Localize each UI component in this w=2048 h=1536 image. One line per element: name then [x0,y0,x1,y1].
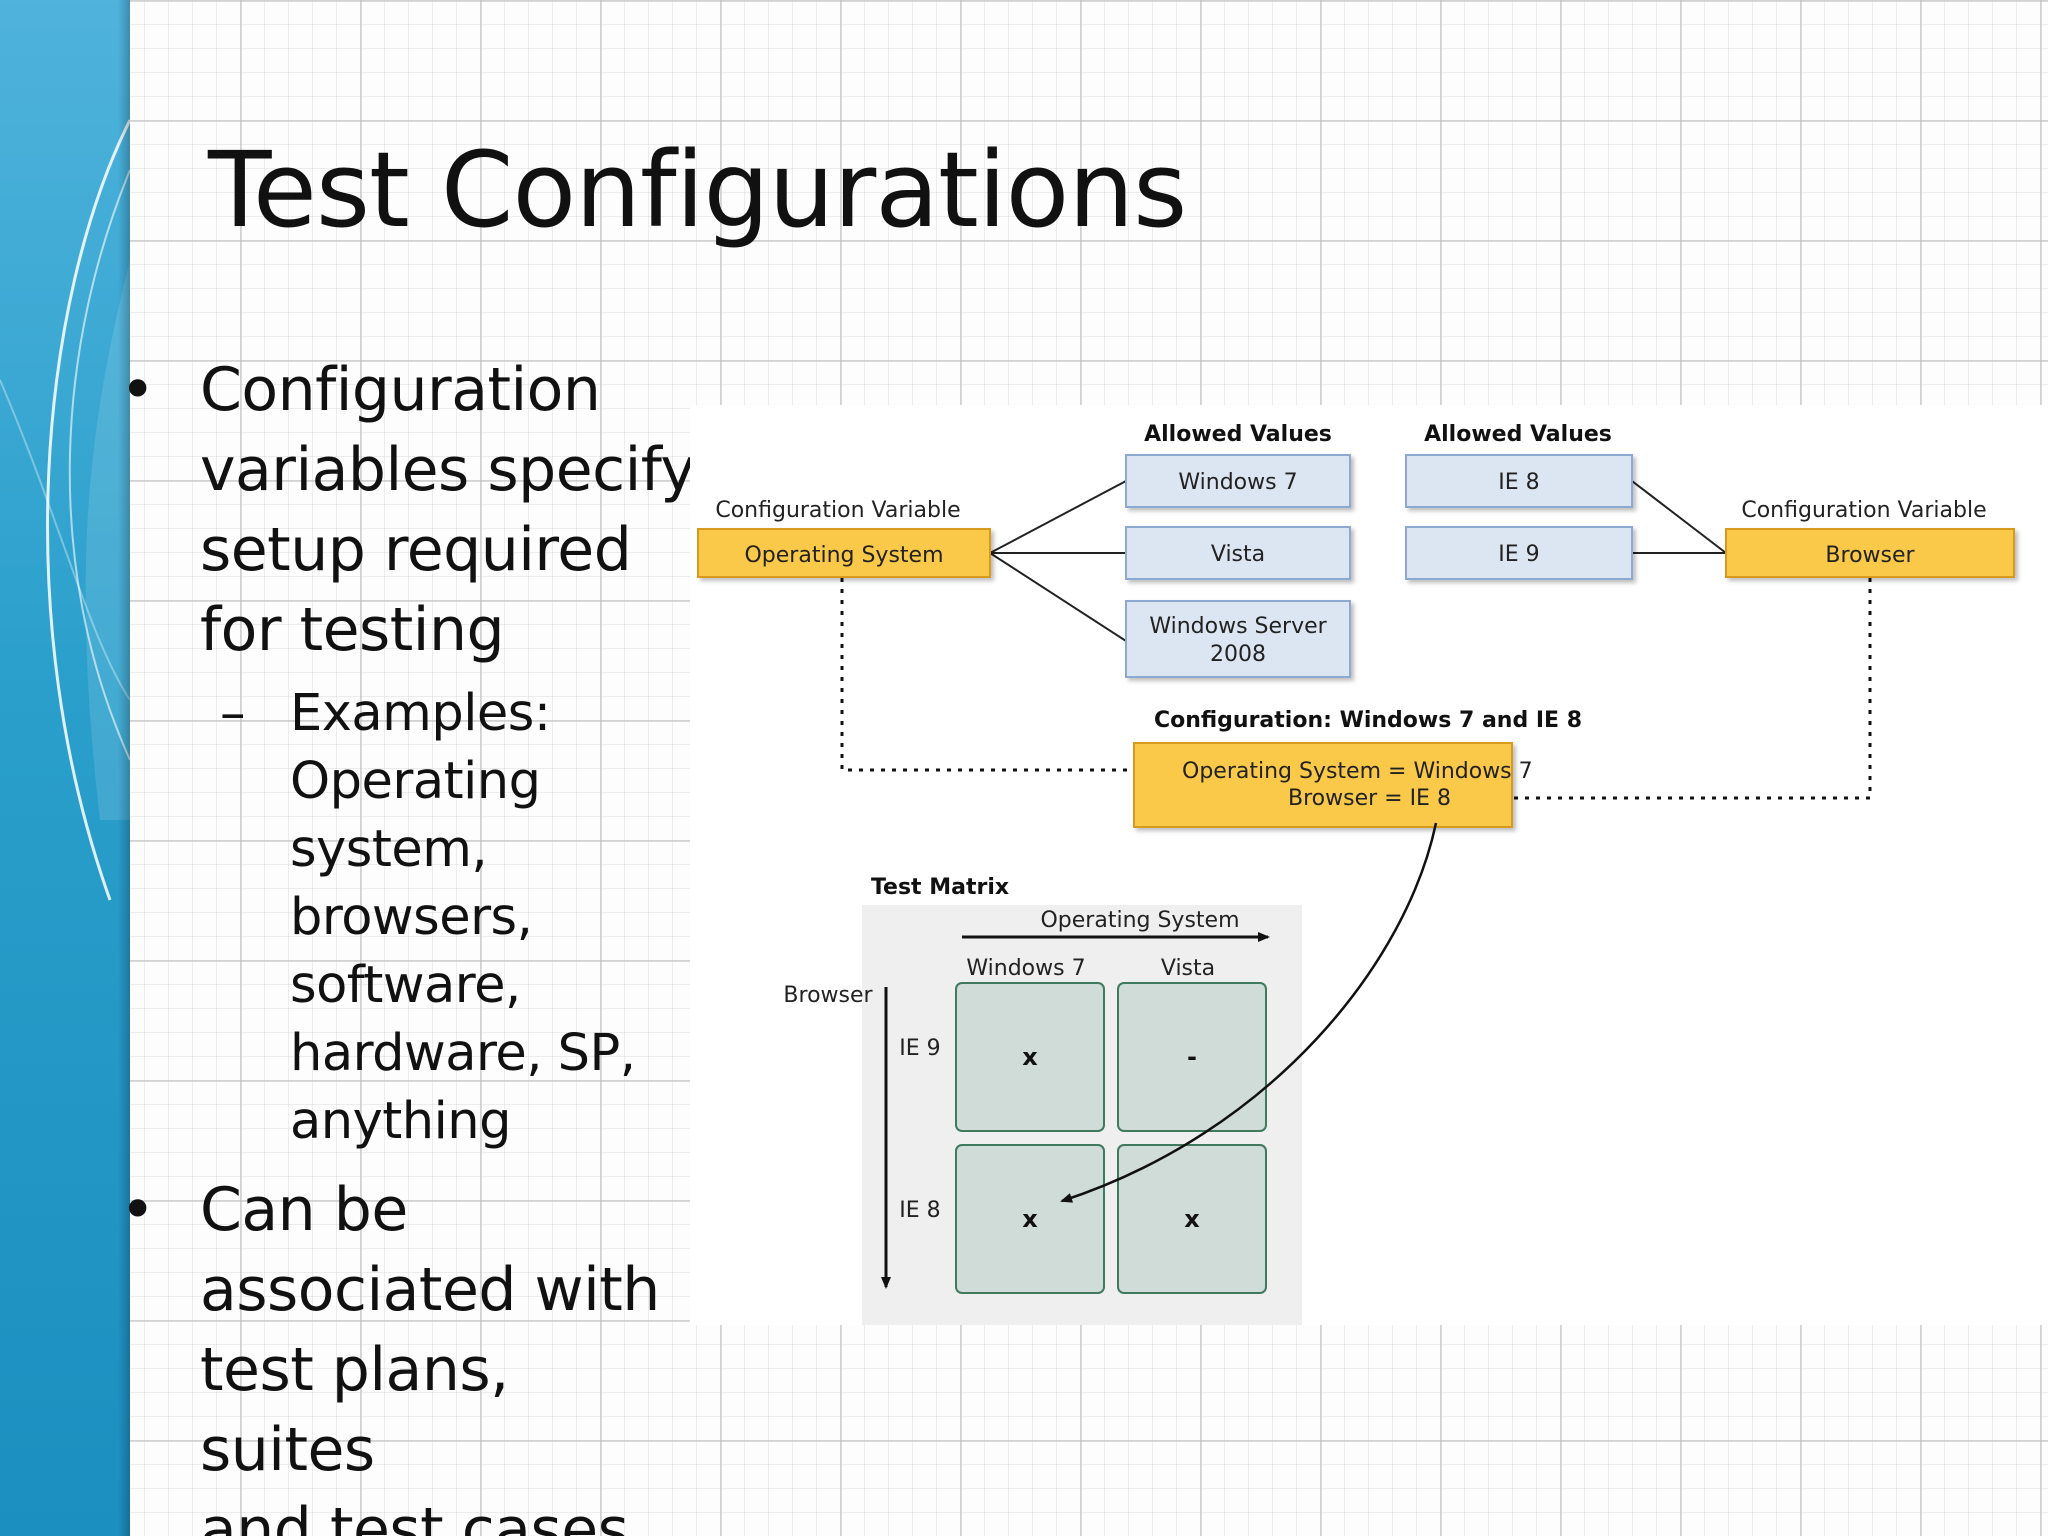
matrix-row-header: IE 9 [899,1036,940,1061]
matrix-column-header: Vista [1161,956,1215,981]
configuration-to-cell-arrow [1060,822,1438,1203]
config-variable-name: Operating System [744,543,943,568]
matrix-column-axis-label: Operating System [1040,908,1239,933]
matrix-cell-mark: x [1184,1205,1200,1233]
config-variable-name: Browser [1825,543,1915,568]
value-box: Vista [1125,526,1351,580]
value-box: Windows 7 [1125,454,1351,508]
sub-bullet-line: browsers, [290,888,533,947]
connector-line [989,480,1127,554]
config-variable-caption: Configuration Variable [715,498,960,523]
dotted-link-os [840,578,1157,775]
dotted-link-browser [1496,578,1872,803]
value-label: Windows Server [1149,614,1327,639]
configuration-header: Configuration: Windows 7 and IE 8 [1154,708,1582,733]
sub-bullet-line: software, [290,956,521,1015]
value-box: Windows Server 2008 [1125,600,1351,678]
configuration-box: Operating System = Windows 7 Browser = I… [1133,742,1533,828]
matrix-cell: - [1117,982,1267,1132]
matrix-cell: x [1117,1144,1267,1294]
value-label: 2008 [1210,642,1266,667]
config-variable-caption: Configuration Variable [1741,498,1986,523]
bullet-line: setup required [200,515,632,585]
value-label: Vista [1211,542,1265,567]
matrix-cell-mark: - [1187,1043,1197,1071]
matrix-row-header: IE 8 [899,1198,940,1223]
matrix-cell-mark: x [1022,1043,1038,1071]
bullet-glyph: • [120,1175,155,1245]
bullet-line: Configuration [200,355,601,425]
configuration-line: Operating System = Windows 7 [1182,759,1533,784]
sub-bullet-line: Examples: [290,684,551,743]
sidebar-decoration [0,0,130,1536]
connector-lines [989,480,1727,642]
bullet-line: and test cases [200,1495,629,1536]
sub-bullet-line: hardware, SP, [290,1024,636,1083]
sub-bullet-line: Operating [290,752,541,811]
configuration-line: Browser = IE 8 [1288,786,1451,811]
matrix-cell: x [955,982,1105,1132]
sub-bullet-line: anything [290,1092,511,1151]
value-box: IE 9 [1405,526,1633,580]
connector-line [989,552,1127,642]
matrix-row-axis-label: Browser [783,983,873,1008]
connector-line [1631,480,1727,554]
slide-title: Test Configurations [208,129,1187,251]
sub-bullet-item: – Examples: Operating system, browsers, … [120,680,700,1156]
test-matrix-title: Test Matrix [871,875,1009,900]
bullet-line: variables specify [200,435,696,505]
dotted-links [840,578,1872,803]
matrix-column-header: Windows 7 [966,956,1085,981]
value-label: IE 9 [1498,542,1539,567]
sub-bullet-line: system, [290,820,488,879]
bullet-glyph: • [120,355,155,425]
bullet-line: Can be [200,1175,408,1245]
allowed-values-header: Allowed Values [1424,422,1612,447]
allowed-values-header: Allowed Values [1144,422,1332,447]
matrix-cell-mark: x [1022,1205,1038,1233]
bullet-list: • Configuration variables specify setup … [120,350,700,1536]
bullet-item: • Configuration variables specify setup … [120,350,700,670]
sub-bullet-glyph: – [220,684,246,743]
bullet-line: for testing [200,595,505,665]
bullet-line: associated with [200,1255,660,1325]
value-label: Windows 7 [1178,470,1297,495]
bullet-line: test plans, suites [200,1335,509,1485]
configuration-diagram: Allowed Values Windows 7 Vista Windows S… [697,422,2015,1325]
bullet-item: • Can be associated with test plans, sui… [120,1170,700,1536]
config-variable-box: Browser [1725,528,2015,578]
diagram-panel: Allowed Values Windows 7 Vista Windows S… [690,405,2048,1325]
value-box: IE 8 [1405,454,1633,508]
matrix-cell: x [955,1144,1105,1294]
config-variable-box: Operating System [697,528,991,578]
value-label: IE 8 [1498,470,1539,495]
